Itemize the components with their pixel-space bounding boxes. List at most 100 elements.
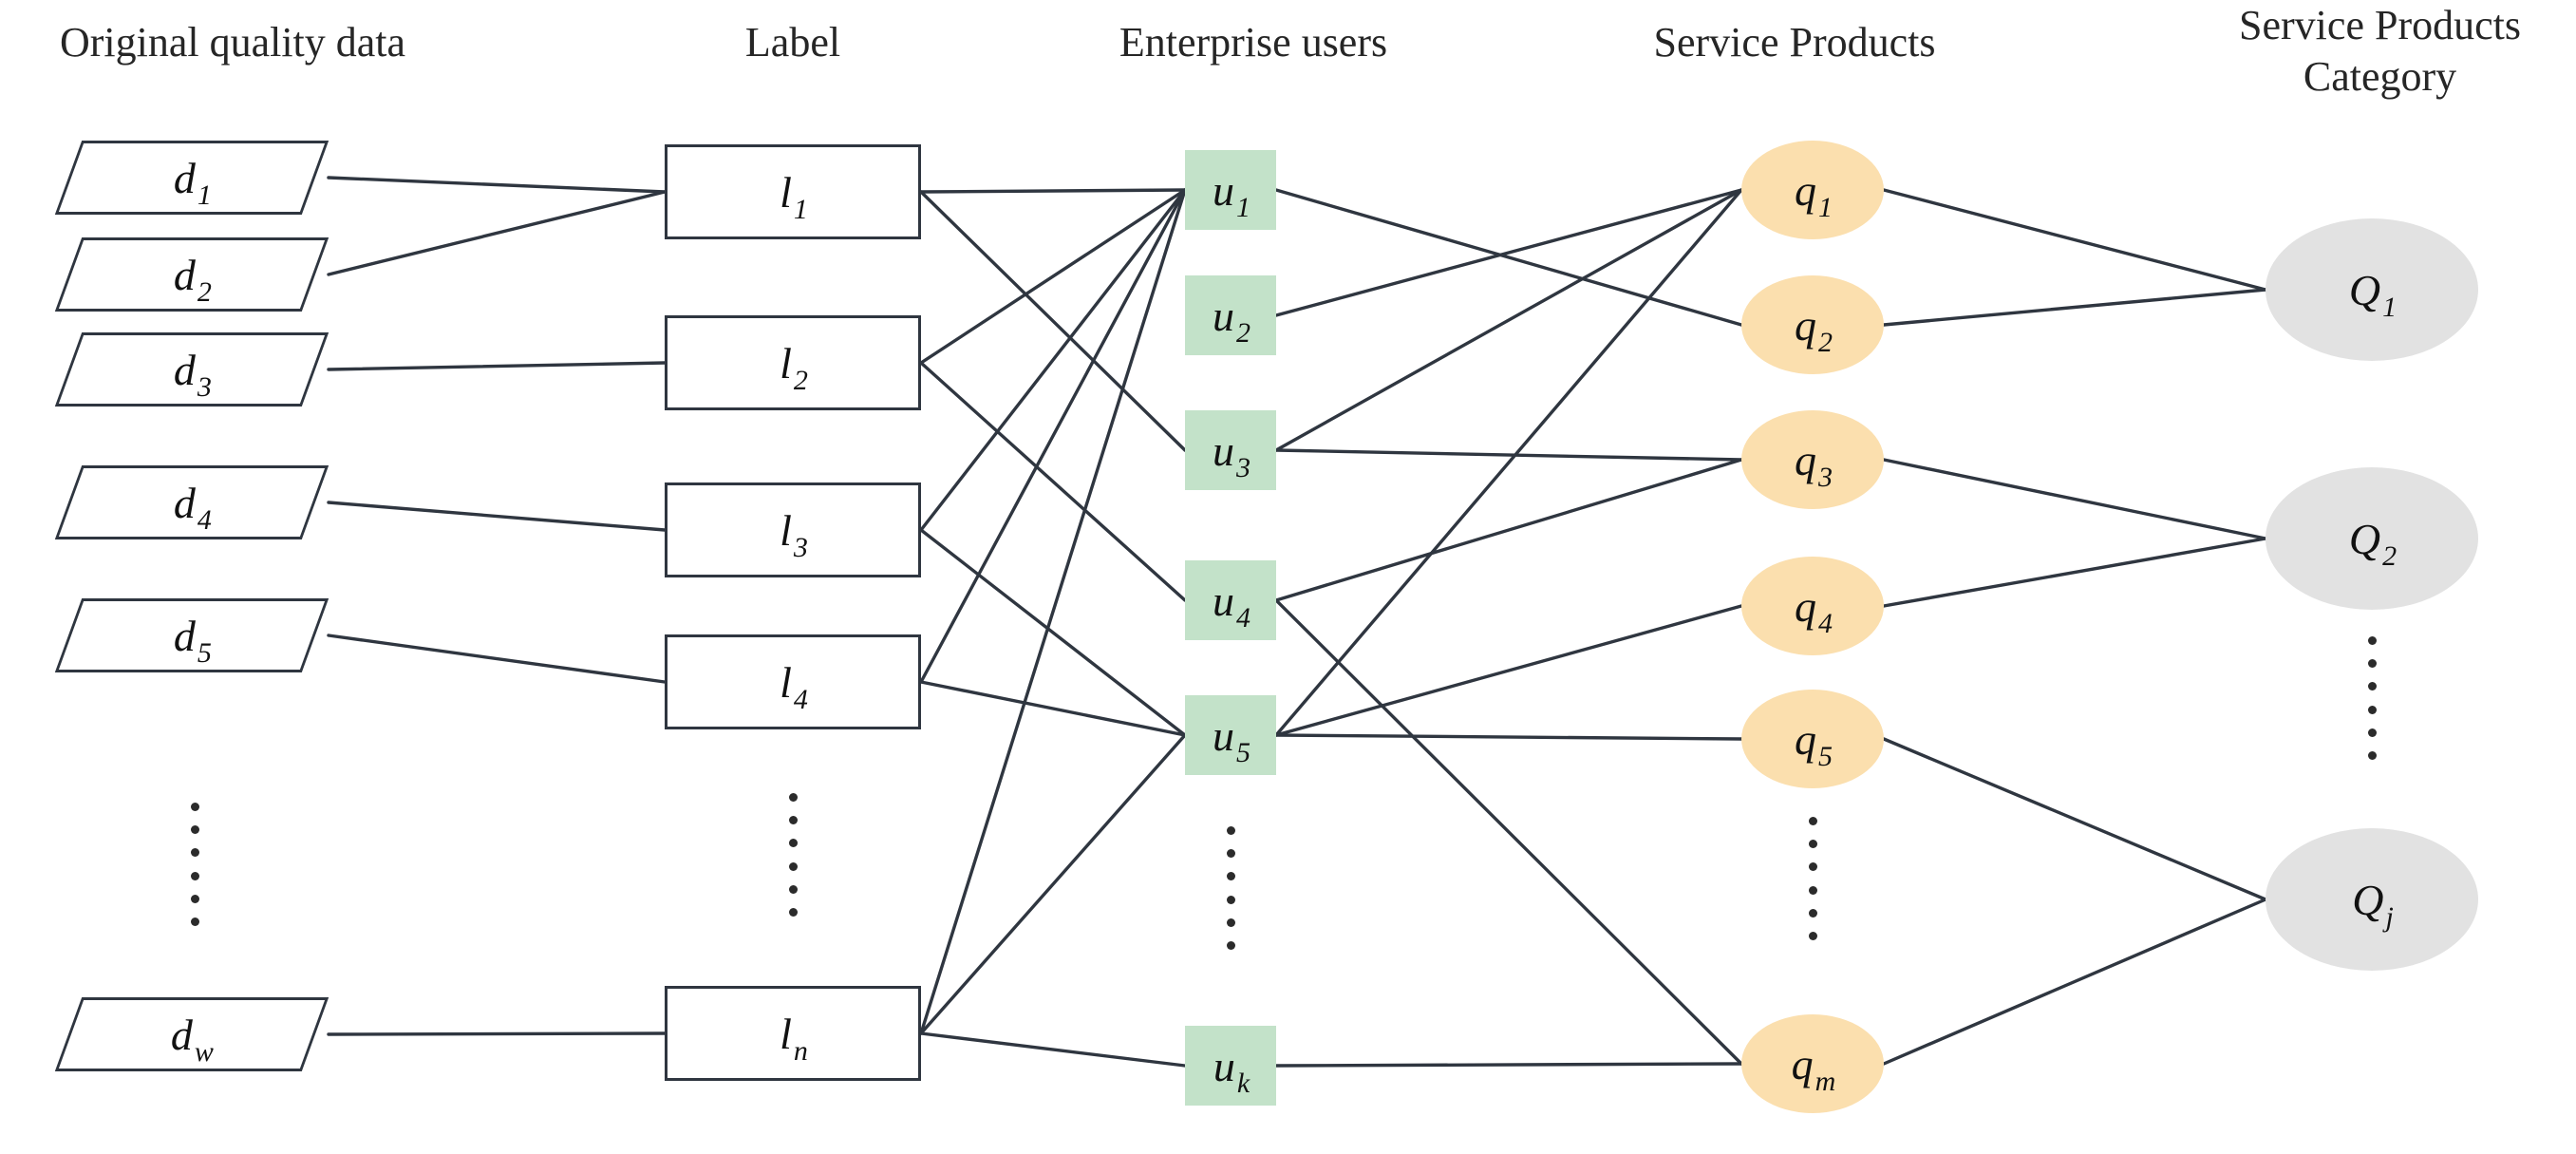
column-header-enterprise-users: Enterprise users xyxy=(1119,19,1388,66)
product-node-q4[interactable]: q4 xyxy=(1741,557,1884,655)
edge-q3-to-Q2 xyxy=(1882,458,2267,540)
node-label: l2 xyxy=(780,338,808,396)
ellipsis-dot xyxy=(1226,849,1235,859)
column-header-service-products-category: Service Products Category xyxy=(2239,2,2521,100)
edge-l3-to-u1 xyxy=(919,188,1187,532)
data-node-d4[interactable]: d4 xyxy=(54,465,329,539)
user-node-uk[interactable]: uk xyxy=(1185,1026,1276,1106)
product-node-q5[interactable]: q5 xyxy=(1741,690,1884,788)
category-node-Q1[interactable]: Q1 xyxy=(2266,218,2478,361)
ellipsis-dot xyxy=(788,816,798,825)
edge-q1-to-Q1 xyxy=(1882,188,2267,292)
ellipsis-dot xyxy=(1226,918,1235,927)
user-node-u4[interactable]: u4 xyxy=(1185,560,1276,640)
ellipsis-dot xyxy=(1808,817,1817,825)
ellipsis-dot xyxy=(788,793,798,802)
node-label: u5 xyxy=(1213,710,1250,768)
product-node-q3[interactable]: q3 xyxy=(1741,410,1884,509)
node-label: l1 xyxy=(780,167,808,225)
product-ellipsis xyxy=(1807,817,1818,940)
node-label: d2 xyxy=(174,250,212,308)
edge-u1-to-q2 xyxy=(1274,188,1743,327)
edge-ln-to-u5 xyxy=(919,733,1187,1035)
edge-u5-to-q5 xyxy=(1274,733,1743,741)
ellipsis-dot xyxy=(1226,826,1235,835)
node-label: Q1 xyxy=(2348,265,2397,323)
product-node-q1[interactable]: q1 xyxy=(1741,141,1884,239)
ellipsis-dot xyxy=(788,839,798,848)
edge-q4-to-Q2 xyxy=(1882,537,2267,608)
edge-d2-to-l1 xyxy=(327,190,667,276)
product-node-q2[interactable]: q2 xyxy=(1741,275,1884,374)
node-label: Q2 xyxy=(2348,514,2397,572)
user-ellipsis xyxy=(1225,826,1236,950)
edge-d3-to-l2 xyxy=(327,361,667,371)
edge-l4-to-u5 xyxy=(919,680,1187,737)
ellipsis-dot xyxy=(1808,862,1817,872)
ellipsis-dot xyxy=(1808,885,1817,895)
data-node-d5[interactable]: d5 xyxy=(54,598,329,672)
column-header-original-quality-data: Original quality data xyxy=(59,19,406,66)
edge-d4-to-l3 xyxy=(327,501,667,532)
node-label: l4 xyxy=(780,657,808,715)
node-label: dw xyxy=(171,1010,215,1068)
ellipsis-dot xyxy=(190,848,199,858)
node-label: u3 xyxy=(1213,426,1250,483)
ellipsis-dot xyxy=(1226,895,1235,904)
data-node-d2[interactable]: d2 xyxy=(54,237,329,312)
edge-u4-to-qm xyxy=(1274,598,1743,1066)
ellipsis-dot xyxy=(1808,931,1817,940)
ellipsis-dot xyxy=(1808,840,1817,849)
edge-dw-to-ln xyxy=(327,1031,667,1036)
node-label: u4 xyxy=(1213,576,1250,634)
category-node-Q2[interactable]: Q2 xyxy=(2266,467,2478,610)
data-node-dw[interactable]: dw xyxy=(54,997,329,1071)
category-ellipsis xyxy=(2366,636,2378,760)
edge-q5-to-Qj xyxy=(1882,737,2267,901)
ellipsis-dot xyxy=(190,825,199,835)
edge-u5-to-q1 xyxy=(1274,188,1743,737)
ellipsis-dot xyxy=(190,871,199,880)
node-label: u1 xyxy=(1213,165,1250,223)
label-node-l4[interactable]: l4 xyxy=(665,634,921,729)
edge-d5-to-l4 xyxy=(327,634,667,684)
node-label: Qj xyxy=(2352,875,2394,933)
node-label: q4 xyxy=(1795,581,1833,639)
node-label: d3 xyxy=(174,345,212,403)
label-node-l2[interactable]: l2 xyxy=(665,315,921,410)
ellipsis-dot xyxy=(2367,682,2377,691)
ellipsis-dot xyxy=(190,917,199,926)
ellipsis-dot xyxy=(2367,728,2377,737)
edge-l4-to-u1 xyxy=(919,188,1187,684)
edge-uk-to-qm xyxy=(1274,1062,1743,1068)
data-node-d1[interactable]: d1 xyxy=(54,141,329,215)
data-node-d3[interactable]: d3 xyxy=(54,332,329,407)
user-node-u1[interactable]: u1 xyxy=(1185,150,1276,230)
edge-q2-to-Q1 xyxy=(1882,288,2267,327)
node-label: qm xyxy=(1791,1039,1836,1097)
node-label: q3 xyxy=(1795,435,1833,493)
node-label: q2 xyxy=(1795,300,1833,358)
edge-u3-to-q1 xyxy=(1274,188,1743,452)
label-node-l1[interactable]: l1 xyxy=(665,144,921,239)
node-label: q1 xyxy=(1795,165,1833,223)
product-node-qm[interactable]: qm xyxy=(1741,1014,1884,1113)
edge-u4-to-q3 xyxy=(1274,458,1743,602)
user-node-u5[interactable]: u5 xyxy=(1185,695,1276,775)
label-node-l3[interactable]: l3 xyxy=(665,482,921,577)
ellipsis-dot xyxy=(788,861,798,871)
ellipsis-dot xyxy=(190,894,199,903)
node-label: d1 xyxy=(174,153,212,211)
ellipsis-dot xyxy=(2367,659,2377,669)
edge-l3-to-u5 xyxy=(919,528,1187,737)
label-node-ln[interactable]: ln xyxy=(665,986,921,1081)
edge-l1-to-u1 xyxy=(919,188,1187,194)
ellipsis-dot xyxy=(1808,908,1817,918)
user-node-u2[interactable]: u2 xyxy=(1185,275,1276,355)
edge-d1-to-l1 xyxy=(327,176,667,194)
ellipsis-dot xyxy=(2367,636,2377,645)
user-node-u3[interactable]: u3 xyxy=(1185,410,1276,490)
category-node-Qj[interactable]: Qj xyxy=(2266,828,2478,971)
